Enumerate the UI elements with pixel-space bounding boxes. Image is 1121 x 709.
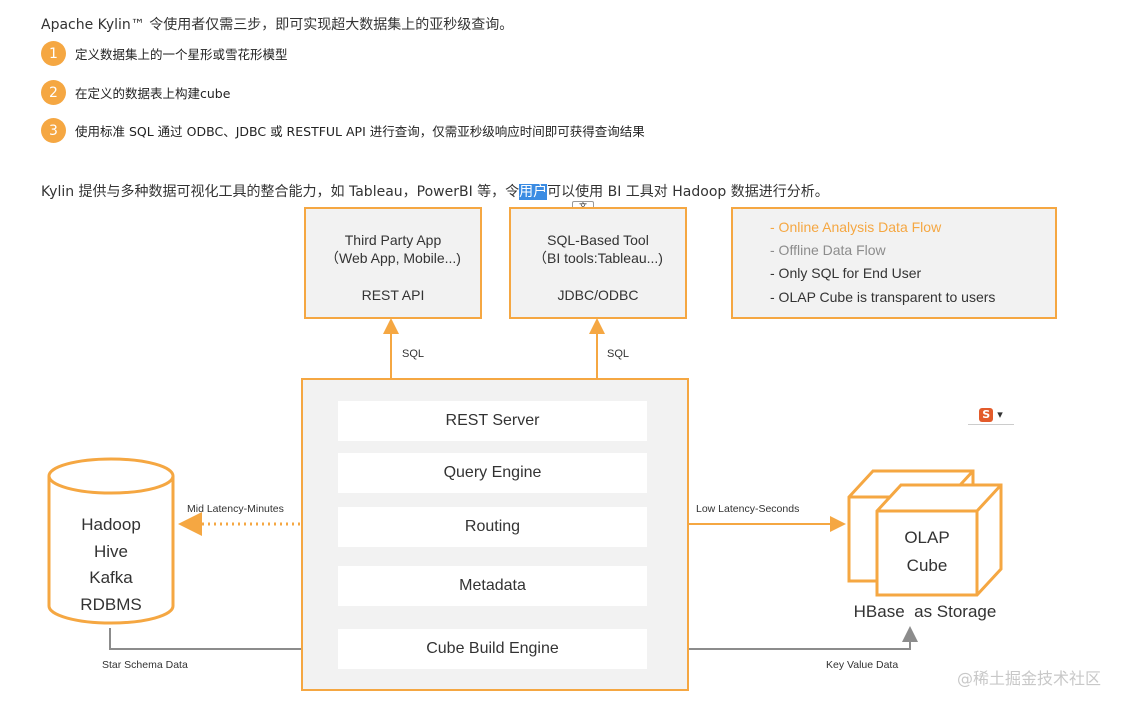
source-hadoop: Hadoop (81, 515, 141, 534)
ime-dropdown-icon[interactable]: ▾ (997, 408, 1003, 421)
mid-latency-label: Mid Latency-Minutes (187, 503, 284, 515)
sql-label-right: SQL (607, 348, 630, 360)
star-schema-arrow (109, 628, 340, 657)
sql-tool-box (509, 207, 687, 319)
legend-online: - Online Analysis Data Flow (770, 219, 942, 235)
rest-api-label: REST API (361, 287, 425, 303)
source-rdbms: RDBMS (80, 594, 142, 614)
olap-cube-label: OLAP Cube (877, 524, 977, 580)
step-number: 1 (41, 41, 66, 66)
step-number: 3 (41, 118, 66, 143)
legend-olap-transparent: - OLAP Cube is transparent to users (770, 289, 996, 305)
sql-tool-title: SQL-Based Tool （BI tools:Tableau...) (509, 231, 687, 267)
third-party-line2: （Web App, Mobile...) (325, 250, 461, 266)
watermark: @稀土掘金技术社区 (956, 669, 1101, 688)
source-kafka: Kafka (89, 568, 133, 587)
olap-line2: Cube (906, 556, 948, 575)
ime-toolbar[interactable]: S ▾ (968, 405, 1014, 425)
query-engine-component: Query Engine (338, 453, 647, 493)
metadata-component: Metadata (338, 566, 647, 606)
third-party-title: Third Party App （Web App, Mobile...) (304, 231, 482, 267)
intro-text: Apache Kylin™ 令使用者仅需三步，即可实现超大数据集上的亚秒级查询。 (41, 17, 514, 33)
star-schema-label: Star Schema Data (102, 659, 188, 671)
olap-cube (847, 469, 1003, 597)
third-party-app-box (304, 207, 482, 319)
step-text: 定义数据集上的一个星形或雪花形模型 (75, 47, 288, 62)
step-text: 在定义的数据表上构建cube (75, 86, 231, 101)
integration-paragraph: Kylin 提供与多种数据可视化工具的整合能力，如 Tableau，PowerB… (41, 181, 829, 201)
step-text: 使用标准 SQL 通过 ODBC、JDBC 或 RESTFUL API 进行查询… (75, 124, 645, 139)
selected-text[interactable]: 用户 (519, 184, 548, 200)
step-2: 2 在定义的数据表上构建cube (41, 80, 230, 105)
step-number: 2 (41, 80, 66, 105)
key-value-label: Key Value Data (826, 659, 899, 671)
data-source-cylinder (47, 457, 175, 625)
paragraph-text: Kylin 提供与多种数据可视化工具的整合能力，如 Tableau，PowerB… (41, 184, 520, 200)
source-hive: Hive (93, 541, 128, 561)
legend-sql-only: - Only SQL for End User (770, 265, 922, 281)
jdbc-odbc-label: JDBC/ODBC (557, 287, 639, 303)
legend-offline: - Offline Data Flow (770, 242, 886, 258)
rest-server-component: REST Server (338, 401, 647, 441)
hbase-storage-label: HBase as Storage (853, 602, 997, 621)
low-latency-label: Low Latency-Seconds (696, 503, 800, 515)
data-sources-list: Hadoop Hive Kafka RDBMS (49, 512, 173, 618)
key-value-arrow (656, 626, 918, 650)
paragraph-text: 可以使用 BI 工具对 Hadoop 数据进行分析。 (547, 184, 829, 200)
legend-box (731, 207, 1057, 319)
cube-build-engine-component: Cube Build Engine (338, 629, 647, 669)
sql-tool-line1: SQL-Based Tool (547, 232, 649, 248)
routing-component: Routing (338, 507, 647, 547)
sql-tool-line2: （BI tools:Tableau...) (533, 250, 663, 266)
step-1: 1 定义数据集上的一个星形或雪花形模型 (41, 41, 288, 66)
olap-line1: OLAP (904, 528, 950, 547)
step-3: 3 使用标准 SQL 通过 ODBC、JDBC 或 RESTFUL API 进行… (41, 118, 645, 143)
sogou-icon[interactable]: S (979, 407, 994, 422)
sql-label-left: SQL (402, 348, 425, 360)
third-party-line1: Third Party App (344, 232, 442, 248)
